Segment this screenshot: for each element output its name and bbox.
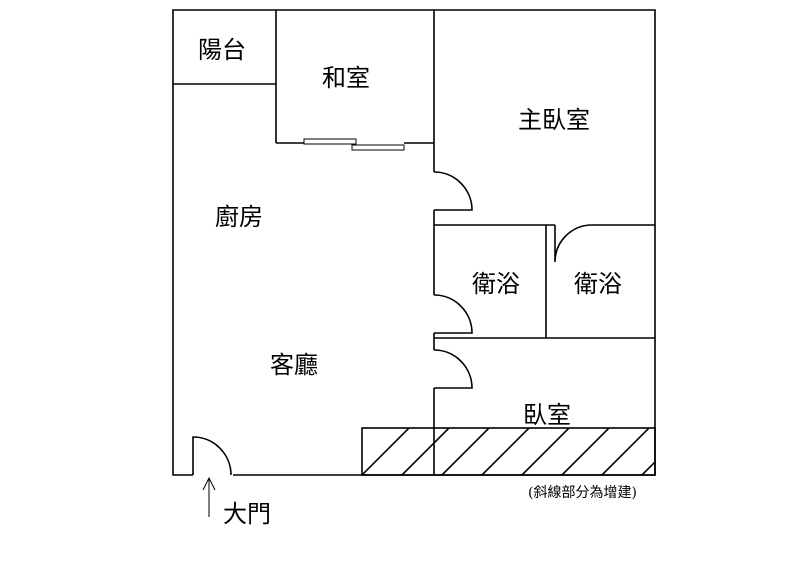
- interior-walls: [173, 10, 655, 475]
- room-label-master-bedroom: 主臥室: [518, 106, 590, 134]
- door-bath-1: [433, 294, 473, 334]
- room-label-balcony: 陽台: [198, 36, 246, 64]
- room-label-bath-1: 衛浴: [472, 270, 520, 298]
- room-label-kitchen: 廚房: [215, 203, 263, 231]
- room-label-bedroom: 臥室: [523, 401, 571, 429]
- room-label-bath-2: 衛浴: [574, 270, 622, 298]
- door-entrance: [192, 436, 232, 476]
- sliding-door: [303, 138, 405, 151]
- extension-hatched-area: [361, 427, 656, 476]
- room-label-tatami: 和室: [322, 64, 370, 92]
- entrance-arrow-icon: [202, 476, 216, 517]
- outer-walls: [172, 9, 656, 476]
- door-master-bedroom: [433, 171, 473, 211]
- swing-doors: [192, 171, 593, 476]
- extension-note: (斜線部分為增建): [528, 485, 637, 501]
- entrance-label: 大門: [223, 500, 271, 528]
- room-label-living-room: 客廳: [270, 351, 318, 379]
- door-bath-2: [554, 224, 593, 263]
- door-bedroom: [433, 349, 473, 389]
